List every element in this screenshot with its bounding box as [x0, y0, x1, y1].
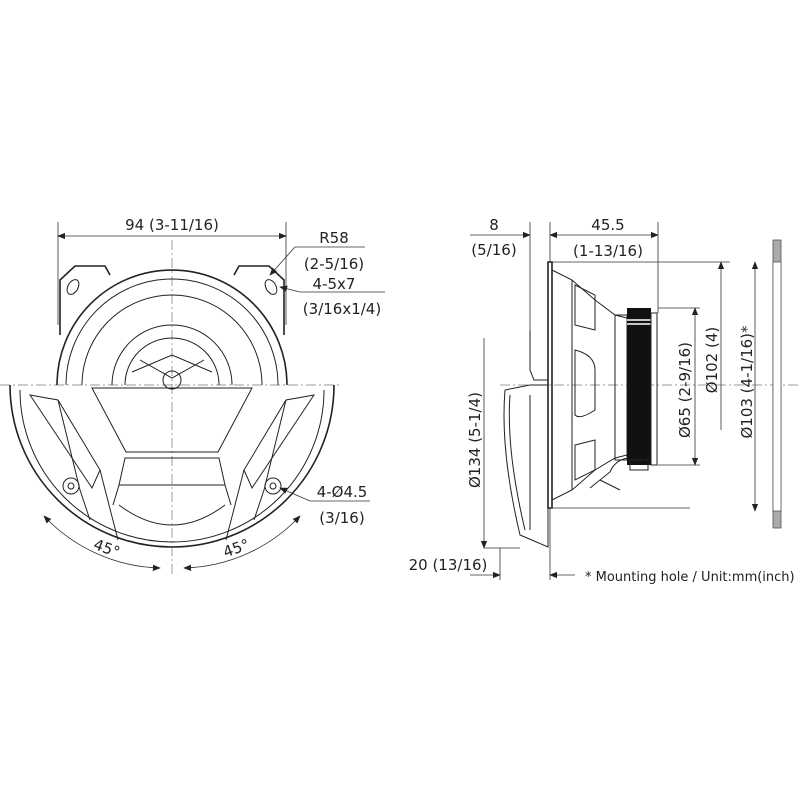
mounting-slot — [264, 279, 278, 295]
side-view: 8 (5/16) 45.5 (1-13/16) Ø65 (2-9/16) Ø10… — [409, 216, 800, 585]
hole-label: 4-Ø4.5 — [317, 483, 368, 501]
footnote: * Mounting hole / Unit:mm(inch) — [585, 570, 795, 585]
flange-inch: (5/16) — [471, 241, 516, 259]
protrusion-dimension: 20 (13/16) — [409, 556, 488, 574]
radius-inch: (2-5/16) — [304, 255, 364, 273]
mounting-slot — [66, 279, 80, 295]
mounting-hole — [62, 477, 80, 495]
mounting-diameter: Ø103 (4-1/16)* — [738, 325, 756, 439]
angle-right: 45° — [221, 535, 252, 561]
radius-label: R58 — [319, 229, 349, 247]
slot-inch: (3/16x1/4) — [303, 300, 381, 318]
mounting-hole — [264, 477, 282, 495]
width-dimension: 94 (3-11/16) — [125, 216, 219, 234]
speaker-upper-half — [56, 265, 288, 390]
hole-inch: (3/16) — [319, 509, 364, 527]
grille-mesh — [91, 387, 253, 453]
slot-label: 4-5x7 — [313, 275, 356, 293]
grille-diameter: Ø134 (5-1/4) — [466, 392, 484, 488]
magnet-diameter: Ø65 (2-9/16) — [676, 342, 694, 438]
front-view: 94 (3-11/16) R58 (2-5/16) 4-5x7 (3/16x1/… — [0, 216, 385, 575]
flange-dimension: 8 — [489, 216, 499, 234]
depth-inch: (1-13/16) — [573, 242, 643, 260]
magnet — [627, 308, 651, 465]
grille-lower-half — [9, 384, 335, 548]
mounting-hole-cutout — [772, 261, 782, 512]
depth-dimension: 45.5 — [591, 216, 624, 234]
basket-diameter: Ø102 (4) — [703, 327, 721, 393]
